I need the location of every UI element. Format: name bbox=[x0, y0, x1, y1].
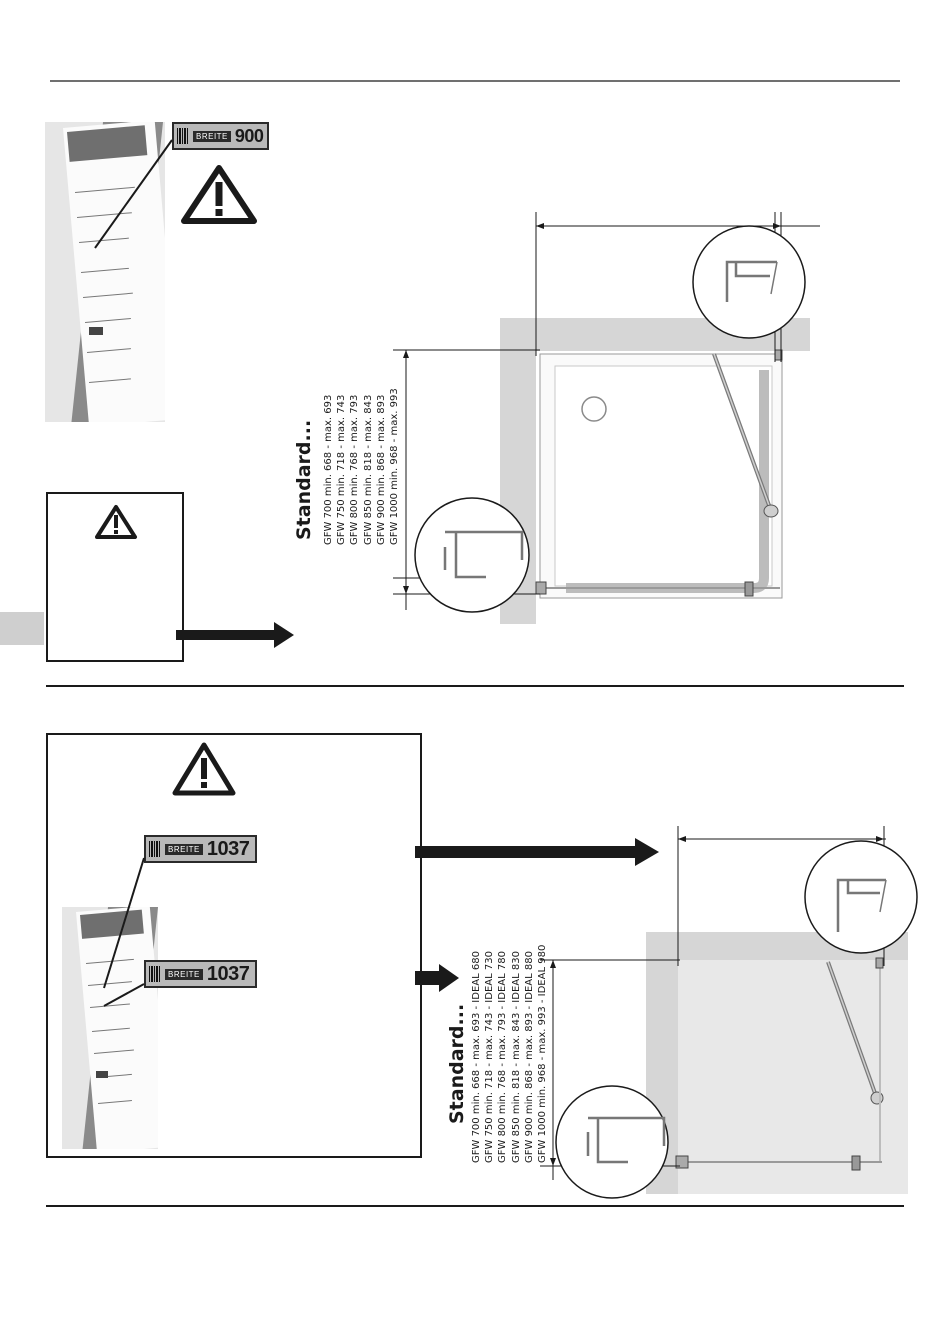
package-label-photo bbox=[45, 122, 165, 422]
width-tag: BREITE 1037 bbox=[144, 835, 257, 863]
page-tab bbox=[0, 612, 44, 645]
arrow-right-icon bbox=[415, 964, 459, 992]
width-tag-label: BREITE bbox=[165, 843, 203, 855]
width-tag: BREITE 900 bbox=[172, 122, 269, 150]
notice-box bbox=[46, 492, 184, 662]
warning-triangle-icon bbox=[95, 505, 137, 539]
barcode-icon bbox=[177, 127, 189, 145]
barcode-icon bbox=[149, 840, 161, 858]
width-tag: BREITE 1037 bbox=[144, 960, 257, 988]
width-tag-value: 900 bbox=[234, 125, 264, 146]
warning-triangle-icon bbox=[172, 742, 236, 796]
width-tag-label: BREITE bbox=[165, 968, 203, 980]
arrow-right-icon bbox=[415, 838, 659, 866]
width-tag-value: 1037 bbox=[206, 962, 250, 985]
width-tag-label: BREITE bbox=[193, 130, 231, 142]
width-tag-value: 1037 bbox=[206, 837, 250, 860]
package-label-photo bbox=[62, 907, 158, 1149]
barcode-icon bbox=[149, 965, 161, 983]
warning-triangle-icon bbox=[181, 165, 257, 224]
arrow-right-icon bbox=[176, 622, 294, 648]
notice-panel bbox=[46, 733, 422, 1158]
